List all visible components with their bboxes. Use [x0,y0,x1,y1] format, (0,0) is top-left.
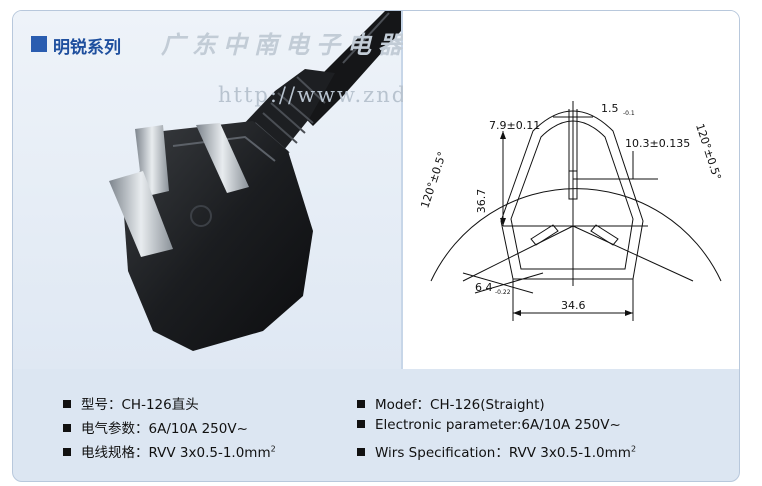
dim-top-left-label: 7.9±0.11 [489,119,540,132]
angle-right-label: 120°±0.5° [693,122,724,182]
spec-wire-en-sup: 2 [630,444,637,454]
spec-electric-en: Electronic parameter:6A/10A 250V~ [357,417,621,433]
angle-left-label: 120°±0.5° [418,150,449,210]
spec-wire-en: Wirs Specification：RVV 3x0.5-1.0mm2 [357,441,636,461]
spec-wire-cn: 电线规格：RVV 3x0.5-1.0mm2 [63,441,276,461]
technical-drawing-panel: 120°±0.5° 120°±0.5° 7.9±0.11 1.5 -0.1 10… [403,11,739,369]
bullet-square-icon [357,420,365,428]
top-panel: 明锐系列 广东中南电子电器有限公司 http://www.zndz.cc [13,11,739,369]
photo-panel: 明锐系列 [13,11,403,369]
plug-photo [109,11,401,351]
spec-electric-cn: 电气参数：6A/10A 250V~ [63,417,248,437]
spec-model-en-text: Modef：CH-126(Straight) [375,397,545,413]
spec-wire-cn-text: 电线规格：RVV 3x0.5-1.0mm [81,445,271,461]
spec-electric-cn-text: 电气参数：6A/10A 250V~ [81,421,248,437]
bullet-square-icon [63,448,71,456]
spec-model-cn: 型号：CH-126直头 [63,393,199,413]
spec-wire-en-text: Wirs Specification：RVV 3x0.5-1.0mm [375,445,631,461]
product-card: 明锐系列 广东中南电子电器有限公司 http://www.zndz.cc [12,10,740,482]
bullet-square-icon [357,400,365,408]
dim-height-label: 36.7 [475,189,488,214]
spec-model-cn-text: 型号：CH-126直头 [81,397,199,413]
spec-model-en: Modef：CH-126(Straight) [357,393,545,413]
spec-list: 型号：CH-126直头 电气参数：6A/10A 250V~ 电线规格：RVV 3… [13,371,739,481]
spec-wire-cn-sup: 2 [270,444,276,454]
technical-drawing: 120°±0.5° 120°±0.5° 7.9±0.11 1.5 -0.1 10… [418,101,724,321]
dim-width-label: 34.6 [561,299,586,312]
dim-right-label: 10.3±0.135 [625,137,690,150]
title-square-icon [31,36,47,52]
bullet-square-icon [63,400,71,408]
bullet-square-icon [357,448,365,456]
dim-pin-width-tol: -0.1 [623,110,635,117]
dim-bottom-pin-tol: -0.22 [495,289,511,296]
series-title: 明锐系列 [53,38,121,58]
bullet-square-icon [63,424,71,432]
dim-bottom-pin-label: 6.4 [475,281,493,294]
dim-pin-width-label: 1.5 [601,102,619,115]
spec-electric-en-text: Electronic parameter:6A/10A 250V~ [375,417,621,433]
